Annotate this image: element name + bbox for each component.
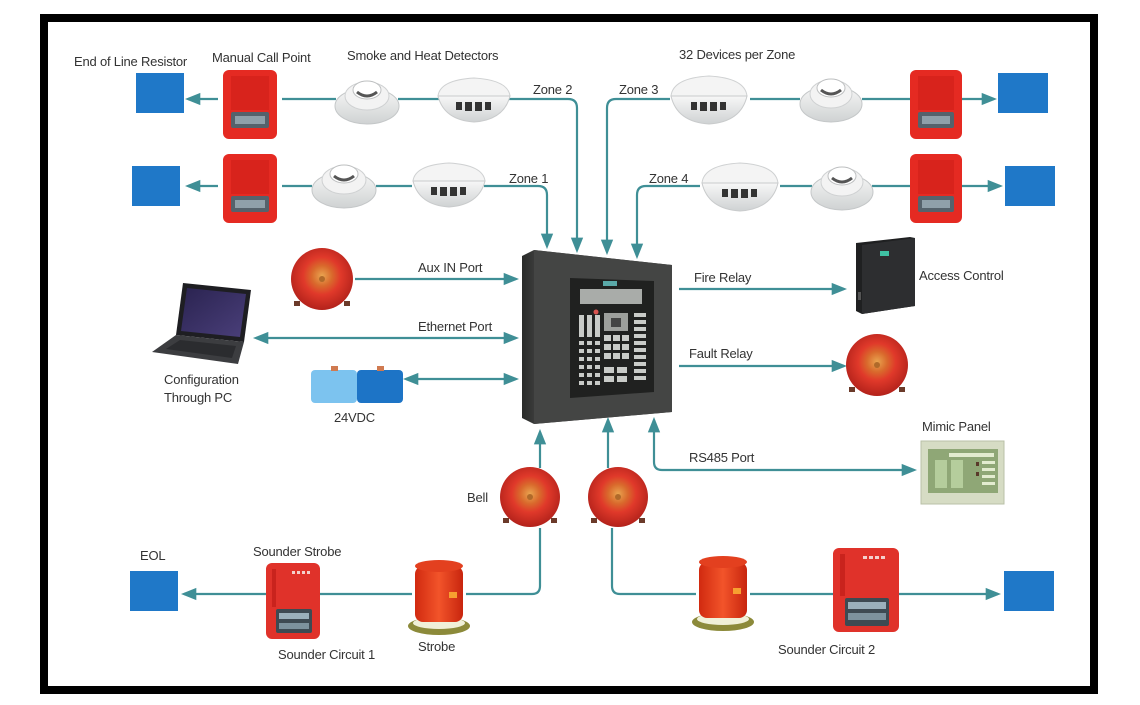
- label-through-pc: Through PC: [164, 390, 232, 405]
- label-zone3: Zone 3: [619, 82, 658, 97]
- labels: End of Line Resistor Manual Call Point S…: [74, 47, 1004, 662]
- eol-resistor-sounder1: [130, 571, 178, 611]
- label-zone2: Zone 2: [533, 82, 572, 97]
- manual-call-point-zone2: [223, 70, 277, 139]
- smoke-detector-zone3: [799, 78, 863, 123]
- mimic-panel-icon: [920, 440, 1005, 505]
- heat-detector-zone4: [701, 162, 779, 212]
- label-eol: EOL: [140, 548, 165, 563]
- smoke-detector-zone4: [810, 166, 874, 211]
- bell-fault-relay: [846, 334, 908, 396]
- strobe-sounder-circuit-2: [692, 556, 754, 631]
- rs485-wire: [647, 416, 918, 477]
- label-sounder-circuit-1: Sounder Circuit 1: [278, 647, 375, 662]
- label-strobe: Strobe: [418, 639, 455, 654]
- label-manual-call-point: Manual Call Point: [212, 50, 311, 65]
- heat-detector-zone3: [670, 75, 748, 125]
- smoke-detector-zone2: [334, 80, 400, 125]
- label-devices-per-zone: 32 Devices per Zone: [679, 47, 795, 62]
- label-end-of-line-resistor: End of Line Resistor: [74, 54, 188, 69]
- fire-alarm-control-panel: [522, 250, 672, 424]
- eol-resistors: [130, 73, 1055, 611]
- zone4-wire-to-panel: [630, 184, 700, 260]
- label-rs485-port: RS485 Port: [689, 450, 755, 465]
- eol-resistor-zone4: [1005, 166, 1055, 206]
- manual-call-point-zone4: [910, 154, 962, 223]
- label-zone1: Zone 1: [509, 171, 548, 186]
- eol-resistor-sounder2: [1004, 571, 1054, 611]
- heat-detector-zone1: [412, 162, 486, 208]
- label-ethernet-port: Ethernet Port: [418, 319, 493, 334]
- manual-call-point-zone1: [223, 154, 277, 223]
- label-access-control: Access Control: [919, 268, 1004, 283]
- eol-resistor-zone2: [136, 73, 184, 113]
- label-fault-relay: Fault Relay: [689, 346, 753, 361]
- wires: [180, 92, 1004, 601]
- label-bell: Bell: [467, 490, 488, 505]
- label-sounder-circuit-2: Sounder Circuit 2: [778, 642, 875, 657]
- heat-detector-zone2: [437, 77, 511, 123]
- sounder2-wire: [610, 528, 696, 596]
- label-mimic-panel: Mimic Panel: [922, 419, 991, 434]
- label-fire-relay: Fire Relay: [694, 270, 752, 285]
- sounder1-wire: [466, 528, 542, 596]
- sounder-strobe-circuit-2: [833, 548, 899, 632]
- laptop-icon: [152, 283, 251, 364]
- eol-resistor-zone1: [132, 166, 180, 206]
- eol-resistor-zone3: [998, 73, 1048, 113]
- label-sounder-strobe: Sounder Strobe: [253, 544, 341, 559]
- smoke-detector-zone1: [311, 164, 377, 209]
- label-24vdc: 24VDC: [334, 410, 375, 425]
- zone1-wire-to-panel: [484, 184, 554, 250]
- manual-call-point-zone3: [910, 70, 962, 139]
- zone3-wire-to-panel: [600, 97, 670, 256]
- zone2-wire-to-panel: [508, 97, 584, 254]
- battery-icon: [311, 366, 403, 403]
- strobe-sounder-circuit-1: [408, 560, 470, 635]
- label-aux-in-port: Aux IN Port: [418, 260, 483, 275]
- label-smoke-heat-detectors: Smoke and Heat Detectors: [347, 48, 499, 63]
- label-zone4: Zone 4: [649, 171, 688, 186]
- sounder-strobe-circuit-1: [266, 563, 320, 639]
- bell-aux-in: [291, 248, 353, 310]
- bell-sounder-circuit-2: [588, 467, 648, 527]
- bell-sounder-circuit-1: [500, 467, 560, 527]
- access-control-unit: [856, 237, 915, 314]
- label-configuration: Configuration: [164, 372, 239, 387]
